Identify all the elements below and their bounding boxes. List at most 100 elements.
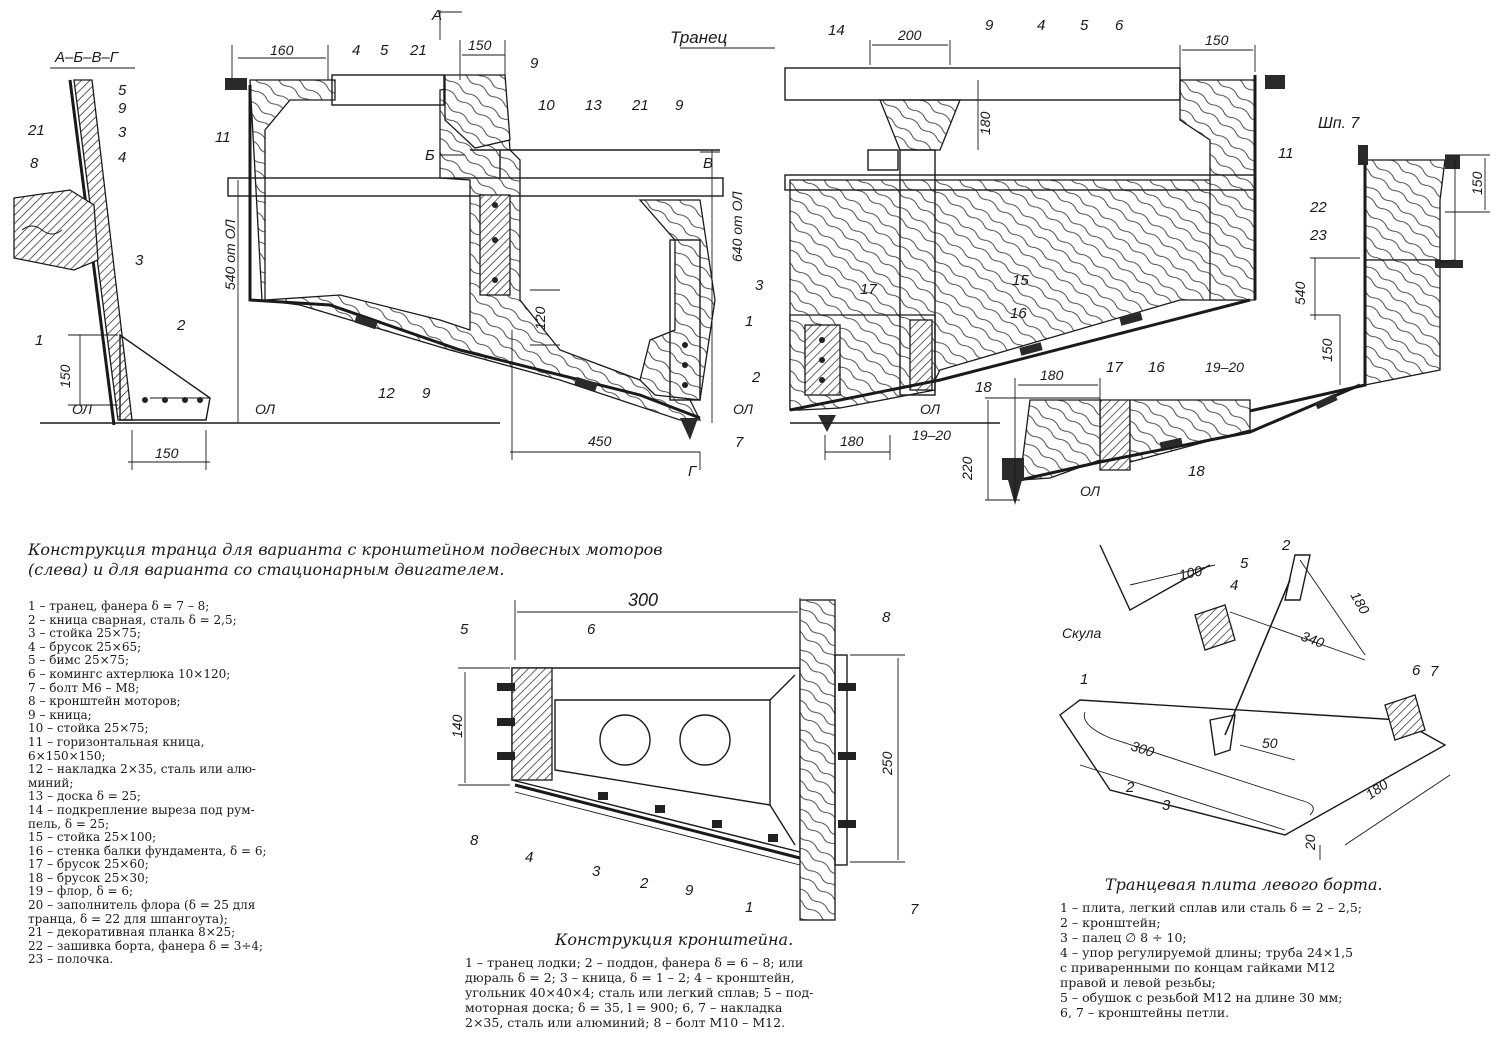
callout: 5	[1080, 17, 1089, 34]
dim-150-c: 150	[1469, 171, 1485, 195]
callout: 11	[1278, 145, 1294, 162]
label-cut-b: Б	[425, 147, 435, 164]
transom-section-left	[225, 10, 724, 470]
callout: 1	[1080, 671, 1088, 688]
dim-640-ol: 640 от ОЛ	[729, 191, 745, 262]
label-cut-a: А	[431, 7, 442, 24]
label-shp7: Шп. 7	[1318, 115, 1360, 132]
legend-item: транца, δ = 22 для шпангоута);	[28, 911, 228, 926]
callout: 16	[1010, 305, 1027, 322]
callout: 3	[592, 863, 601, 880]
legend-item: 7 – болт М6 – М8;	[28, 680, 140, 695]
legend-item: 19 – флор, δ = 6;	[28, 884, 134, 899]
callout: 3	[118, 124, 127, 141]
plate-legend-line: 2 – кронштейн;	[1060, 915, 1161, 930]
label-cut-g: Г	[688, 463, 698, 480]
dim-180-h2: 180	[1040, 367, 1064, 383]
callout: 21	[27, 122, 45, 139]
dim-180-v: 180	[977, 111, 993, 135]
legend-item: миний;	[28, 775, 74, 790]
dim-160: 160	[270, 42, 294, 58]
callout: 4	[352, 42, 360, 59]
frame-7-section	[985, 145, 1490, 505]
dim-540-ol: 540 от ОЛ	[222, 219, 238, 290]
legend-item: 1 – транец, фанера δ = 7 – 8;	[28, 599, 210, 613]
plate-skula: Скула	[1062, 625, 1101, 641]
bracket-dim-140: 140	[449, 714, 465, 738]
callout: 9	[685, 882, 694, 899]
callout: 21	[631, 97, 649, 114]
callout: 4	[1230, 577, 1238, 594]
callout: 17	[1106, 359, 1123, 376]
ol-2: ОЛ	[255, 401, 275, 417]
dim-19-20-b: 19–20	[1205, 359, 1244, 375]
legend-item: 10 – стойка 25×75;	[28, 721, 149, 736]
ol-3: ОЛ	[733, 401, 753, 417]
plate-legend-line: 5 – обушок с резьбой М12 на длине 30 мм;	[1060, 990, 1343, 1005]
legend-item: 4 – брусок 25×65;	[28, 639, 142, 654]
ol-4: ОЛ	[920, 401, 940, 417]
legend-item: 16 – стенка балки фундамента, δ = 6;	[28, 843, 267, 858]
callout: 7	[735, 434, 744, 451]
callout: 4	[118, 149, 126, 166]
dim-150-a: 150	[468, 37, 492, 53]
plate-legend: 1 – плита, легкий сплав или сталь δ = 2 …	[1060, 900, 1362, 1020]
callout: 1	[35, 332, 43, 349]
dim-150-f: 150	[155, 445, 179, 461]
dim-180-h: 180	[840, 433, 864, 449]
plate-legend-line: правой и левой резьбы;	[1060, 975, 1216, 990]
main-caption-line1: Конструкция транца для варианта с кроншт…	[28, 540, 663, 559]
legend-item: 22 – зашивка борта, фанера δ = 3÷4;	[28, 938, 264, 953]
callout: 3	[1162, 797, 1171, 814]
bracket-legend: 1 – транец лодки; 2 – поддон, фанера δ =…	[465, 955, 813, 1030]
callout-numbers: 21 5 9 3 4 8 3 1 2 4 5 21 9 10 13 21 9 1…	[27, 17, 1439, 918]
callout: 7	[910, 901, 919, 918]
label-tranets: Транец	[670, 28, 728, 47]
callout: 2	[1281, 537, 1291, 554]
dimension-labels: 160 150 200 150 180 150 540 от ОЛ 640 от…	[57, 27, 1485, 851]
callout: 15	[1012, 272, 1029, 289]
legend-item: 9 – кница;	[28, 707, 92, 722]
legend-item: 14 – подкрепление выреза под рум-	[28, 802, 255, 817]
legend-item: 8 – кронштейн моторов;	[28, 694, 181, 709]
dim-19-20-a: 19–20	[912, 427, 951, 443]
callout: 2	[176, 317, 186, 334]
callout: 22	[1309, 199, 1327, 216]
callout: 1	[745, 899, 753, 916]
dim-450: 450	[588, 433, 612, 449]
callout: 3	[135, 252, 144, 269]
callout: 4	[1037, 17, 1045, 34]
callout: 2	[639, 875, 649, 892]
dim-540: 540	[1292, 281, 1308, 305]
plate-legend-line: с приваренными по концам гайками М12	[1060, 960, 1336, 975]
legend-item: пель, δ = 25;	[28, 816, 110, 831]
bracket-legend-line: моторная доска; δ = 35, l = 900; 6, 7 – …	[465, 1000, 783, 1015]
ol-1: ОЛ	[72, 401, 92, 417]
plate-dim-180: 180	[1347, 589, 1373, 617]
legend-item: 20 – заполнитель флора (δ = 25 для	[28, 898, 256, 913]
callout: 9	[118, 100, 127, 117]
transom-plate	[1059, 544, 1451, 860]
callout: 8	[882, 609, 891, 626]
dim-200: 200	[897, 27, 922, 43]
label-abvg: А–Б–В–Г	[54, 49, 120, 66]
plate-legend-line: 1 – плита, легкий сплав или сталь δ = 2 …	[1060, 900, 1362, 915]
legend-item: 6×150×150;	[28, 748, 106, 763]
callout: 2	[1125, 779, 1135, 796]
plate-legend-line: 3 – палец ∅ 8 ÷ 10;	[1060, 930, 1187, 945]
callout: 23	[1309, 227, 1327, 244]
main-caption-line2: (слева) и для варианта со стационарным д…	[28, 560, 505, 579]
callout: 14	[828, 22, 845, 39]
plate-legend-line: 4 – упор регулируемой длины; труба 24×1,…	[1060, 945, 1354, 960]
ol-5: ОЛ	[1080, 483, 1100, 499]
callout: 6	[587, 621, 596, 638]
bracket-dim-300: 300	[628, 590, 658, 610]
label-cut-v: В	[703, 155, 713, 172]
callout: 13	[585, 97, 602, 114]
legend-item: 13 – доска δ = 25;	[28, 789, 141, 804]
callout: 11	[215, 129, 231, 146]
callout: 9	[675, 97, 684, 114]
callout: 8	[30, 155, 39, 172]
plate-dim-100: 100	[1177, 562, 1203, 583]
